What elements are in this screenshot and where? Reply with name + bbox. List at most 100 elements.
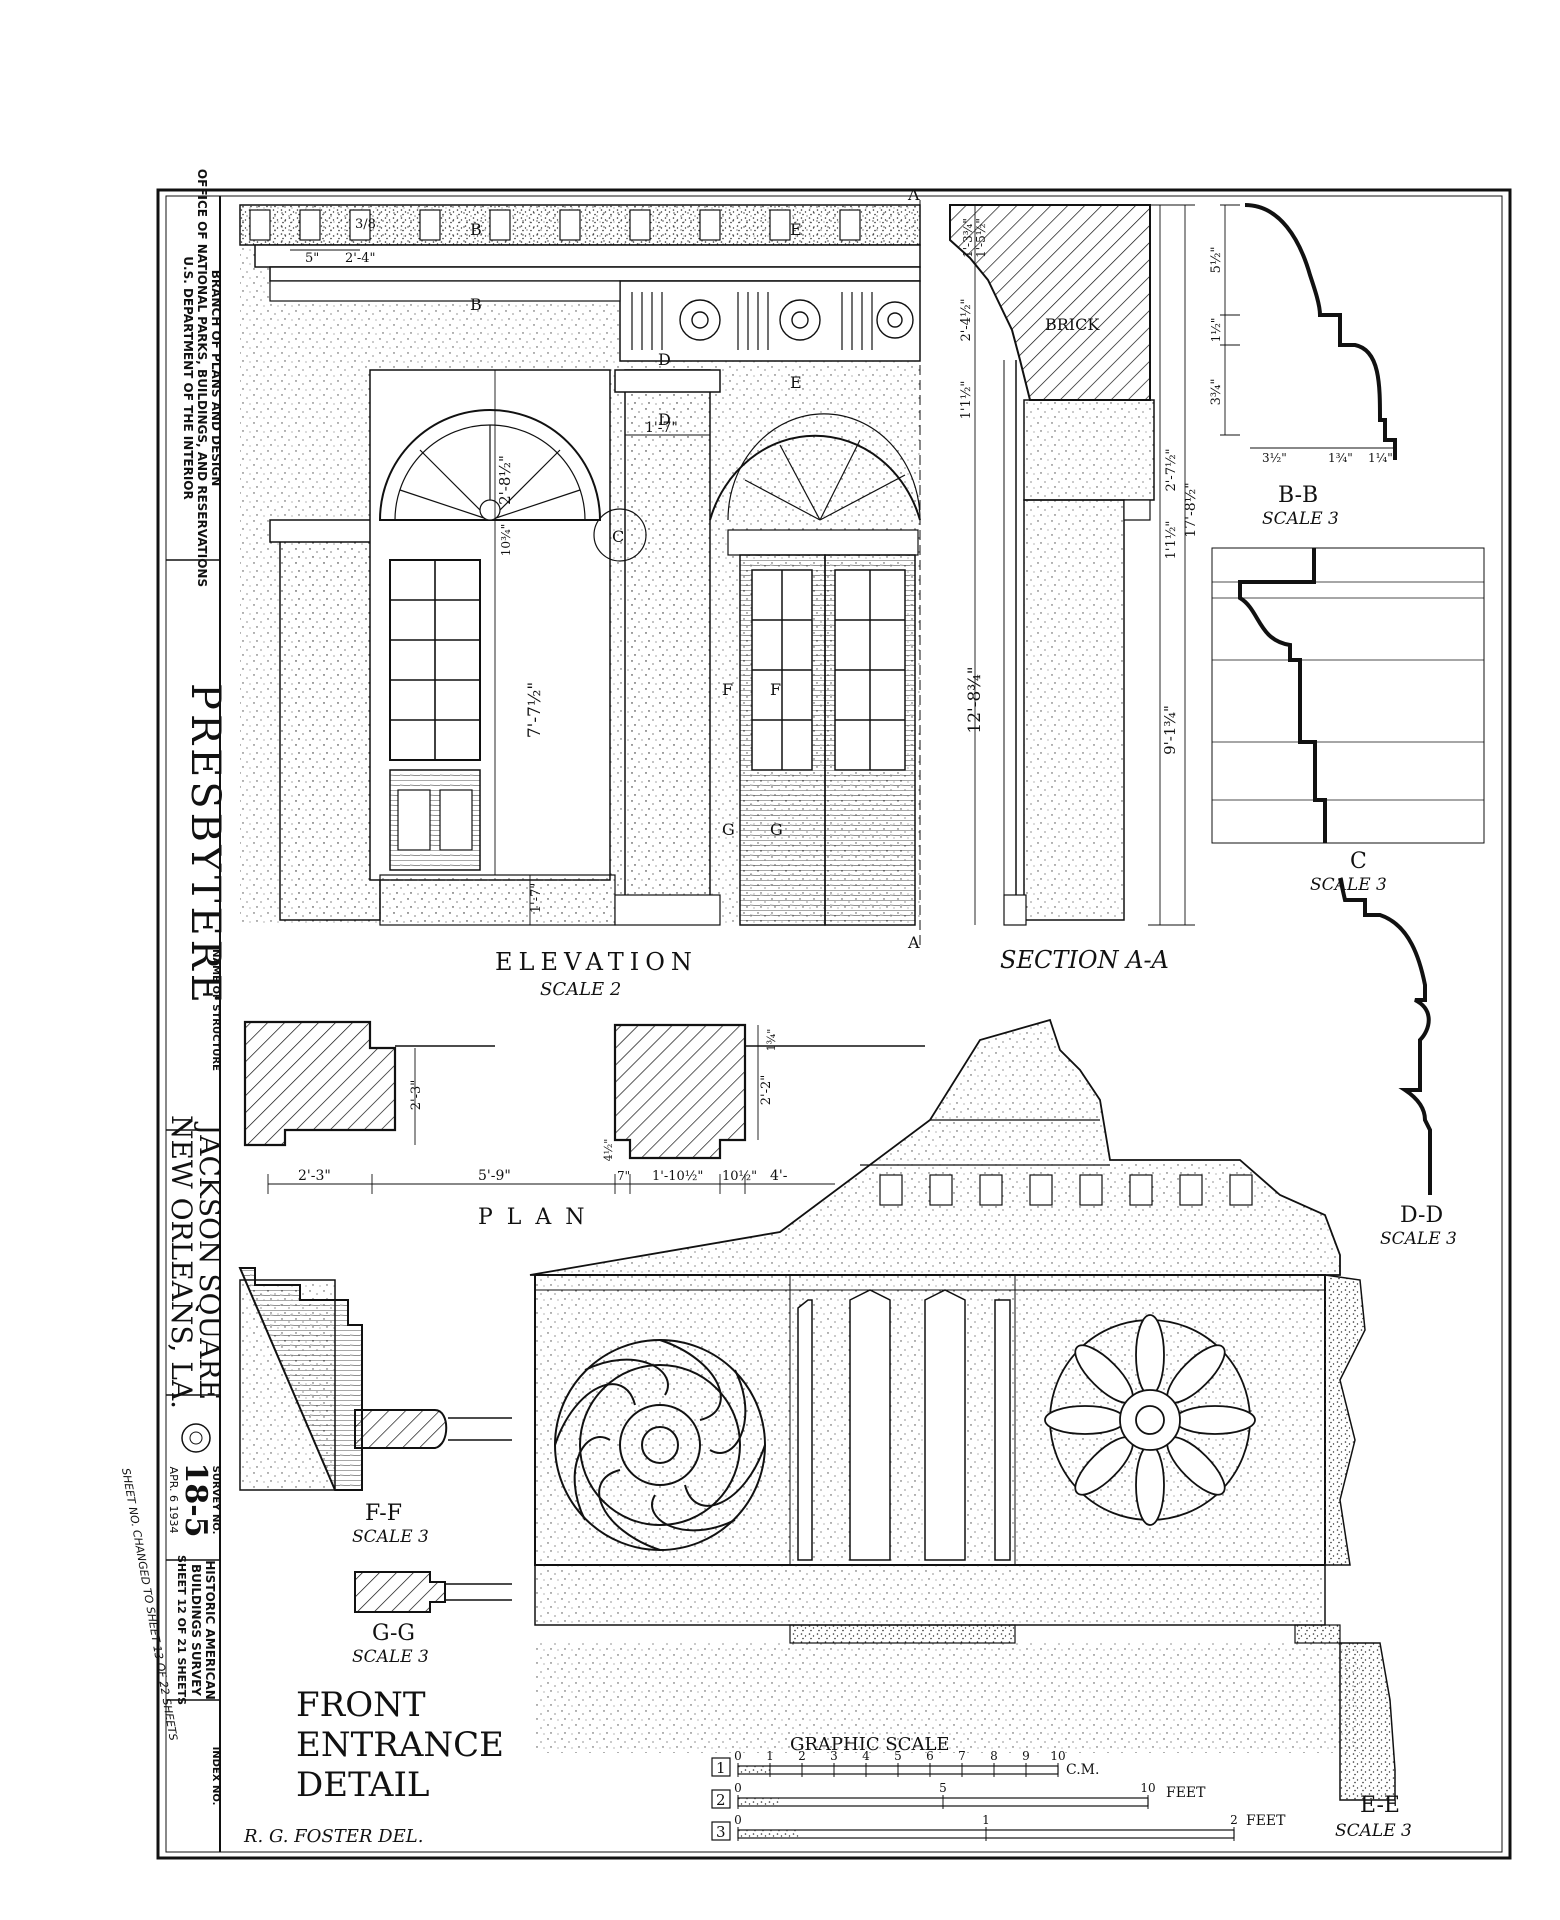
ff-scale: SCALE 3 — [352, 1527, 429, 1547]
bb-dim-3: 3¾" — [1209, 379, 1224, 406]
dim-door-height: 7'-7½" — [525, 682, 545, 738]
scale1-tick-label: 1 — [766, 1749, 774, 1763]
scale3-tick-label: 0 — [734, 1813, 742, 1827]
section-marker-c: C — [612, 527, 624, 546]
sheet-line: SHEET 12 OF 21 SHEETS — [175, 1555, 188, 1705]
scale-1-label: 1 — [716, 1759, 726, 1777]
agency-line-3: BRANCH OF PLANS AND DESIGN — [209, 270, 223, 487]
index-number-label: INDEX NO. — [210, 1747, 221, 1806]
section-aa-view: BRICK 1'-3¾" 1'-5½" 2'-4½" 1'1½" 2'-7½" … — [949, 204, 1199, 974]
scale1-tick-label: 6 — [926, 1749, 934, 1763]
sec-dim-2: 1'-5½" — [974, 218, 988, 258]
dim-top-c: 2'-4" — [345, 251, 376, 266]
bb-dim-5: 1¾" — [1328, 451, 1353, 465]
plan-dim-3: 7" — [617, 1169, 630, 1183]
title-block: U.S. DEPARTMENT OF THE INTERIOR OFFICE O… — [119, 169, 228, 1852]
habs-line-2: BUILDINGS SURVEY — [189, 1564, 203, 1696]
plan-dim-1: 2'-3" — [298, 1168, 331, 1184]
elevation-scale: SCALE 2 — [540, 979, 621, 1000]
scale1-tick-label: 7 — [958, 1749, 966, 1763]
scale-2-unit: FEET — [1166, 1785, 1206, 1801]
scale1-tick-label: 2 — [798, 1749, 806, 1763]
bb-dim-2: 1½" — [1209, 318, 1223, 343]
plan-dim-4: 1'-10½" — [652, 1169, 703, 1184]
profile-c: C SCALE 3 — [1211, 547, 1485, 895]
sec-dim-5: 2'-7½" — [1164, 448, 1179, 491]
frieze-rosettes — [679, 299, 914, 341]
scale-3-label: 3 — [716, 1823, 726, 1841]
plan-dim-6: 4'- — [770, 1168, 788, 1184]
agency-line-2: OFFICE OF NATIONAL PARKS, BUILDINGS, AND… — [195, 169, 209, 587]
dim-top-b: 5" — [305, 251, 319, 266]
bb-title: B-B — [1278, 483, 1318, 508]
dim-top-a: 3/8 — [355, 217, 376, 232]
sec-dim-6: 1'1½" — [1164, 521, 1179, 560]
survey-number: 18-5 — [178, 1462, 213, 1537]
drawing-title-line-2: ENTRANCE — [296, 1725, 504, 1765]
dim-pilaster: 1'-7" — [645, 420, 678, 436]
profile-bb: 5½" 1½" 3¾" 3½" 1¾" 1¼" B-B SCALE 3 — [1209, 203, 1397, 529]
section-marker-b-1: B — [470, 220, 482, 239]
dd-title: D-D — [1400, 1203, 1443, 1228]
section-marker-e-1: E — [790, 220, 802, 239]
scale3-tick-label: 2 — [1230, 1813, 1238, 1827]
plan-dim-10: 1¾" — [765, 1029, 778, 1052]
c-title: C — [1350, 849, 1367, 874]
scale-2-label: 2 — [716, 1791, 726, 1809]
plan-dim-2: 5'-9" — [478, 1168, 511, 1184]
section-marker-b-2: B — [470, 295, 482, 314]
swirl-rosette — [554, 1339, 766, 1551]
survey-number-label: SURVEY NO. — [210, 1466, 221, 1535]
profile-dd: D-D SCALE 3 — [1338, 877, 1457, 1249]
scale1-tick-label: 3 — [830, 1749, 838, 1763]
dim-arch-rise: 2'-8½" — [496, 455, 514, 505]
structure-name: PRESBYTERE — [182, 683, 228, 1007]
ee-title: E-E — [1360, 1793, 1400, 1818]
drawing-date: APR. 6 1934 — [167, 1467, 180, 1534]
habs-line-1: HISTORIC AMERICAN — [203, 1560, 217, 1700]
c-scale: SCALE 3 — [1310, 875, 1387, 895]
bb-dim-4: 3½" — [1262, 451, 1287, 465]
profile-ff: F-F SCALE 3 — [238, 1267, 512, 1547]
location-line-1: JACKSON SQUARE — [193, 1121, 226, 1400]
sec-dim-3: 2'-4½" — [959, 298, 974, 341]
scale2-tick-label: 0 — [734, 1781, 742, 1795]
gg-title: G-G — [372, 1621, 415, 1646]
scale-3-unit: FEET — [1246, 1813, 1286, 1829]
delineator-signature: R. G. FOSTER DEL. — [243, 1826, 423, 1847]
ff-title: F-F — [365, 1501, 402, 1526]
sec-dim-8: 12'-8¾" — [965, 666, 985, 733]
bb-dim-6: 1¼" — [1368, 451, 1393, 465]
outer-border — [156, 188, 1512, 1860]
drawing-title-line-1: FRONT — [296, 1685, 426, 1725]
graphic-scale-title: GRAPHIC SCALE — [790, 1734, 950, 1755]
section-marker-a-bottom: A — [907, 933, 920, 952]
seal — [181, 1423, 211, 1453]
scale2-tick-label: 10 — [1140, 1781, 1155, 1795]
location-line-2: NEW ORLEANS, LA. — [165, 1115, 198, 1409]
drawing-title: FRONT ENTRANCE DETAIL — [296, 1685, 504, 1805]
section-marker-f-1: F — [722, 680, 733, 699]
daisy-rosette — [1044, 1314, 1256, 1526]
section-marker-d-1: D — [658, 350, 671, 369]
plan-dim-5: 10½" — [722, 1169, 757, 1184]
name-of-structure-label: NAME OF STRUCTURE — [210, 949, 221, 1071]
bb-scale: SCALE 3 — [1262, 509, 1339, 529]
drawing-title-line-3: DETAIL — [296, 1765, 429, 1805]
elevation-title: ELEVATION — [495, 948, 698, 976]
brick-label: BRICK — [1045, 315, 1100, 334]
section-marker-f-2: F — [770, 680, 781, 699]
section-marker-d-2: D — [658, 410, 671, 429]
section-marker-g-1: G — [722, 820, 735, 839]
section-aa-title: SECTION A-A — [1000, 946, 1169, 974]
scale1-tick-label: 4 — [862, 1749, 870, 1763]
sec-dim-1: 1'-3¾" — [961, 218, 975, 258]
sec-dim-4: 1'1½" — [959, 381, 974, 420]
scale1-tick-label: 9 — [1022, 1749, 1030, 1763]
plan-dim-7: 2'-3" — [409, 1080, 424, 1111]
dd-scale: SCALE 3 — [1380, 1229, 1457, 1249]
plan-dim-8: 2'-2" — [759, 1075, 774, 1106]
scale1-tick-label: 10 — [1050, 1749, 1065, 1763]
ee-scale: SCALE 3 — [1335, 1821, 1412, 1841]
scale1-tick-label: 5 — [894, 1749, 902, 1763]
